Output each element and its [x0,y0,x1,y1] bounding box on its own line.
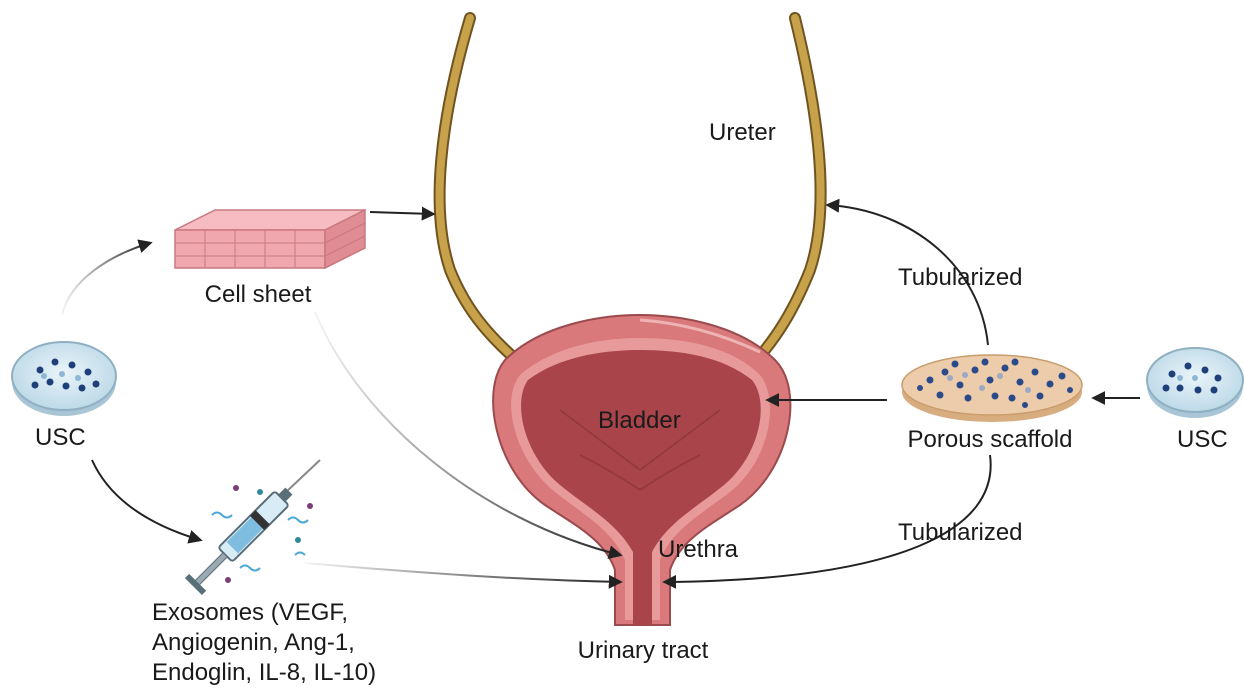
cell-sheet-image [175,210,365,268]
arrow-usc-to-exosomes [92,460,200,540]
petri-dish-left [12,342,116,416]
label-tubularized-bottom: Tubularized [898,518,1023,548]
label-ureter: Ureter [709,118,776,148]
arrow-exosomes-to-urethra [305,563,620,582]
arrow-cellsheet-to-ureter [370,212,433,214]
label-tubularized-top: Tubularized [898,263,1023,293]
label-porous-scaffold: Porous scaffold [908,425,1073,455]
arrow-usc-to-cellsheet [62,243,150,315]
label-exosomes-line2: Angiogenin, Ang-1, [152,628,376,658]
label-urethra: Urethra [658,535,738,565]
label-usc-right: USC [1177,425,1228,455]
ureter-right [750,18,821,368]
label-cell-sheet: Cell sheet [205,280,312,310]
label-exosomes: Exosomes (VEGF, Angiogenin, Ang-1, Endog… [152,598,376,688]
label-usc-left: USC [35,423,86,453]
petri-dish-right [1147,348,1243,418]
porous-scaffold-image [902,355,1082,422]
ureter-left [440,18,525,368]
syringe-image [185,460,320,595]
label-bladder: Bladder [598,406,681,436]
label-exosomes-line1: Exosomes (VEGF, [152,598,376,628]
label-urinary-tract: Urinary tract [578,636,709,666]
label-exosomes-line3: Endoglin, IL-8, IL-10) [152,658,376,688]
